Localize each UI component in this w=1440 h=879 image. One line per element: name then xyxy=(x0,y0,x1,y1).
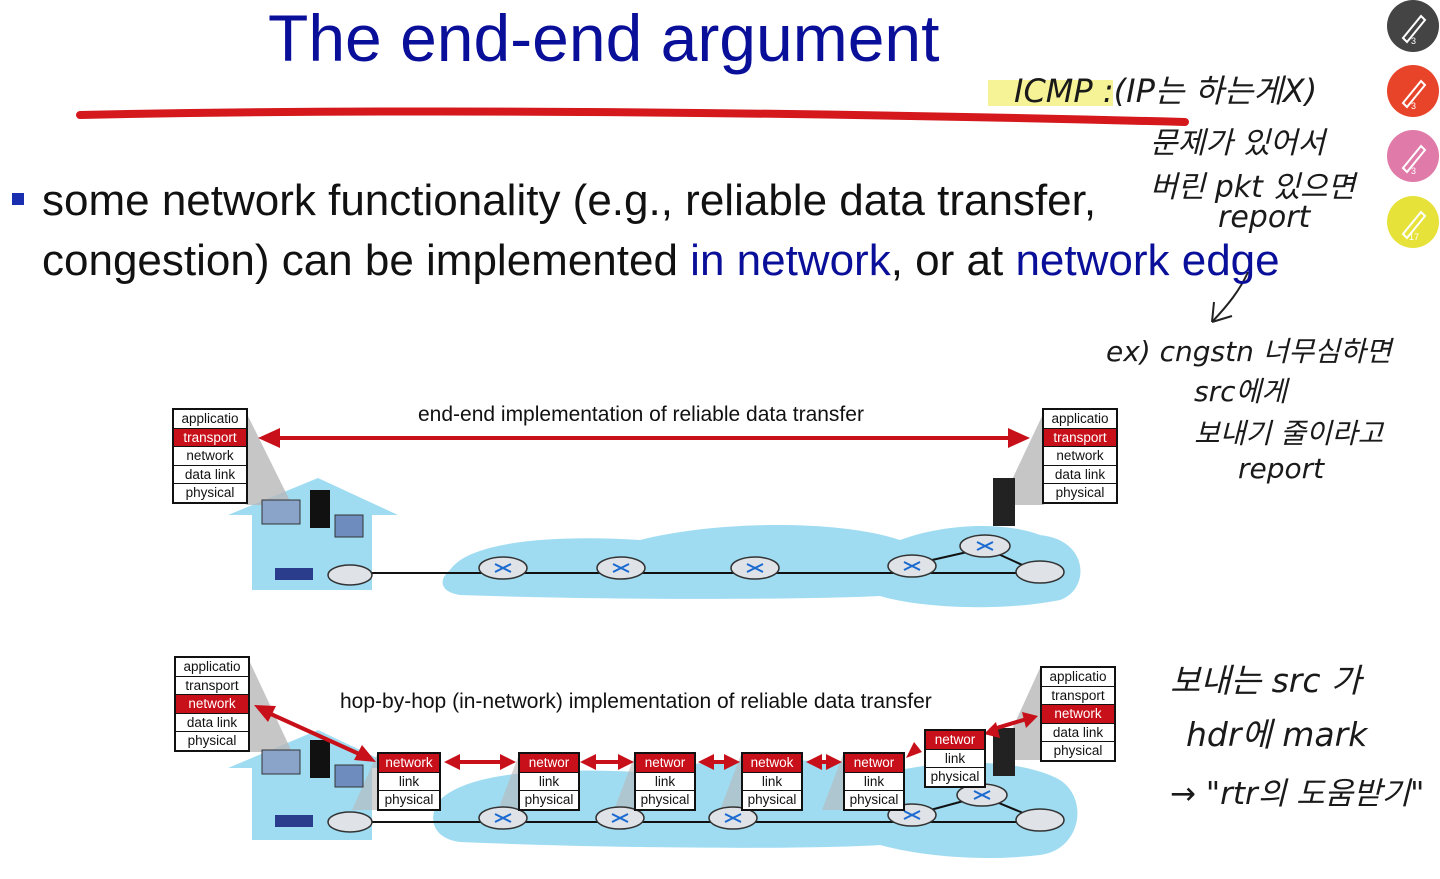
pen-dark-tool[interactable]: 3 xyxy=(1387,0,1439,52)
annotation-ex-line3: 보내기 줄이라고 xyxy=(1194,412,1383,452)
desktop-icon xyxy=(310,740,330,778)
diagram2-left-protocol-stack: applicatio transport network data link p… xyxy=(174,656,250,752)
laptop-icon xyxy=(262,750,300,774)
highlighter-tool[interactable]: 17 xyxy=(1387,196,1439,248)
annotation-ex-line1: ex) cngstn 너무심하면 xyxy=(1106,330,1392,370)
annotation-icmp: ICMP :(IP는 하는게X) xyxy=(1014,66,1317,112)
monitor-icon xyxy=(335,765,363,787)
annotation-icmp-line4: report xyxy=(1218,200,1310,235)
diagram2-caption: hop-by-hop (in-network) implementation o… xyxy=(340,690,932,714)
annotation-mark-line1: 보내는 src 가 xyxy=(1170,654,1361,702)
annotation-ex-line2: src에게 xyxy=(1194,370,1287,410)
wireless-router-icon xyxy=(275,815,313,827)
annotation-ex-line4: report xyxy=(1238,452,1324,485)
annotation-icmp-line2: 문제가 있어서 xyxy=(1150,118,1325,162)
diagram2-right-protocol-stack: applicatio transport network data link p… xyxy=(1040,666,1116,762)
pen-red-tool[interactable]: 3 xyxy=(1387,65,1439,117)
pen-pink-tool[interactable]: 3 xyxy=(1387,130,1439,182)
annotation-mark-line3: → "rtr의 도움받기" xyxy=(1170,768,1424,813)
annotation-mark-line2: hdr에 mark xyxy=(1186,708,1367,756)
